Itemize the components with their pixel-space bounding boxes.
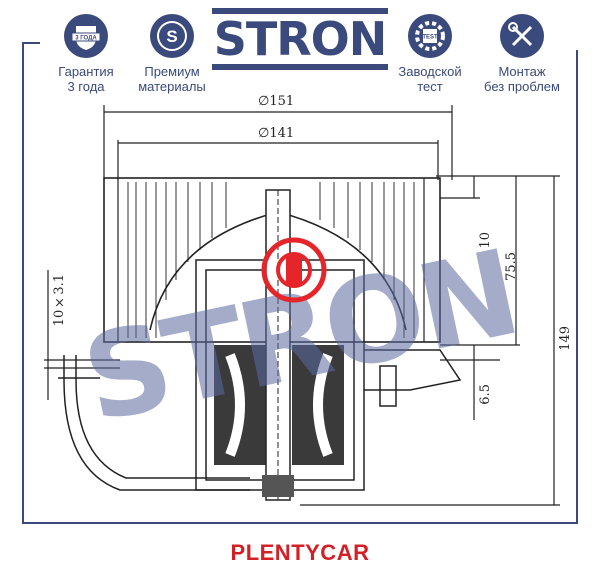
badge-warranty-line2: 3 года [67,79,105,94]
badge-warranty: 3 ГОДА Гарантия 3 года [46,14,126,94]
badge-test-line2: тест [417,79,443,94]
warranty-icon-label: 3 ГОДА [75,36,97,42]
plentycar-stamp-icon [261,237,327,303]
badge-installation: Монтаж без проблем [480,14,564,94]
dim-label-flange-offset: 6.5 [478,384,493,405]
shield-3years-icon: 3 ГОДА [64,14,108,58]
badge-test-line1: Заводской [398,64,462,79]
badge-factory-test: TEST Заводской тест [388,14,472,94]
shaft-bearing [262,475,294,497]
dim-label-outer-diameter: ∅151 [258,94,295,109]
badge-premium-line1: Премиум [144,64,200,79]
badge-warranty-line1: Гарантия [58,64,114,79]
dim-label-inner-diameter: ∅141 [258,126,295,141]
dim-label-total-height: 149 [558,326,573,351]
logo-bar-bottom [212,64,388,70]
stator-coils [214,345,344,465]
footer-brand: PLENTYCAR [230,540,370,565]
badge-install-line2: без проблем [484,79,560,94]
badge-install-line1: Монтаж [498,64,546,79]
stron-logo: STRON [212,8,388,70]
premium-s-icon: S [150,14,194,58]
badge-premium: S Премиум материалы [132,14,212,94]
tools-icon [500,14,544,58]
dim-label-top-offset: 10 [478,232,493,249]
logo-bar-top [212,8,388,14]
premium-icon-letter: S [166,27,177,46]
badge-premium-line2: материалы [138,79,206,94]
factory-test-gear-icon: TEST [408,14,452,58]
dim-label-shaft: 10×3.1 [52,274,67,327]
logo-text: STRON [213,12,388,66]
fan-blades [127,182,415,338]
dim-label-height-flange: 75.5 [504,252,519,281]
test-icon-label: TEST [422,35,438,41]
